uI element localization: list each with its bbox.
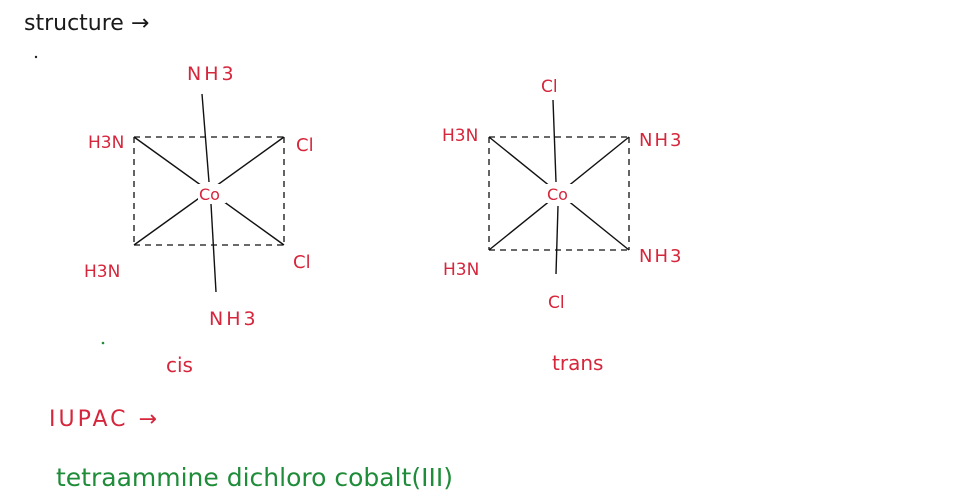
trans-top-right-ligand: NH3 <box>639 130 683 151</box>
cis-top-ligand: NH3 <box>187 63 237 85</box>
cis-caption: cis <box>166 353 193 377</box>
trans-axial-bond-bottom <box>555 205 559 275</box>
cis-axial-bond-top <box>201 93 210 183</box>
trans-center-bg <box>545 184 573 203</box>
stray-dot-green <box>101 341 105 345</box>
trans-structure: Co Cl H3N H3N NH3 NH3 Cl trans <box>442 77 683 375</box>
trans-bottom-ligand: Cl <box>548 293 565 313</box>
cis-top-right-ligand: Cl <box>296 135 314 156</box>
cis-bottom-ligand: NH3 <box>209 308 259 330</box>
trans-axial-bond-top <box>552 99 557 183</box>
cis-bottom-left-ligand: H3N <box>84 262 120 282</box>
trans-caption: trans <box>552 351 603 375</box>
trans-bottom-right-ligand: NH3 <box>639 246 683 267</box>
trans-bottom-left-ligand: H3N <box>443 260 479 280</box>
cis-bottom-right-ligand: Cl <box>293 252 311 273</box>
iupac-label: IUPAC → <box>49 407 160 432</box>
iupac-name: tetraammine dichloro cobalt(III) <box>56 463 453 492</box>
cis-structure: Co NH3 H3N H3N Cl Cl NH3 cis <box>84 63 314 377</box>
trans-center-label: Co <box>547 185 568 204</box>
heading-text: structure → <box>24 11 149 36</box>
cis-center-bg <box>198 184 226 203</box>
trans-top-left-ligand: H3N <box>442 126 478 146</box>
stray-dot <box>34 55 38 59</box>
cis-top-left-ligand: H3N <box>88 133 124 153</box>
cis-axial-bond-bottom <box>210 203 217 293</box>
cis-center-label: Co <box>199 185 220 204</box>
trans-top-ligand: Cl <box>541 77 558 97</box>
